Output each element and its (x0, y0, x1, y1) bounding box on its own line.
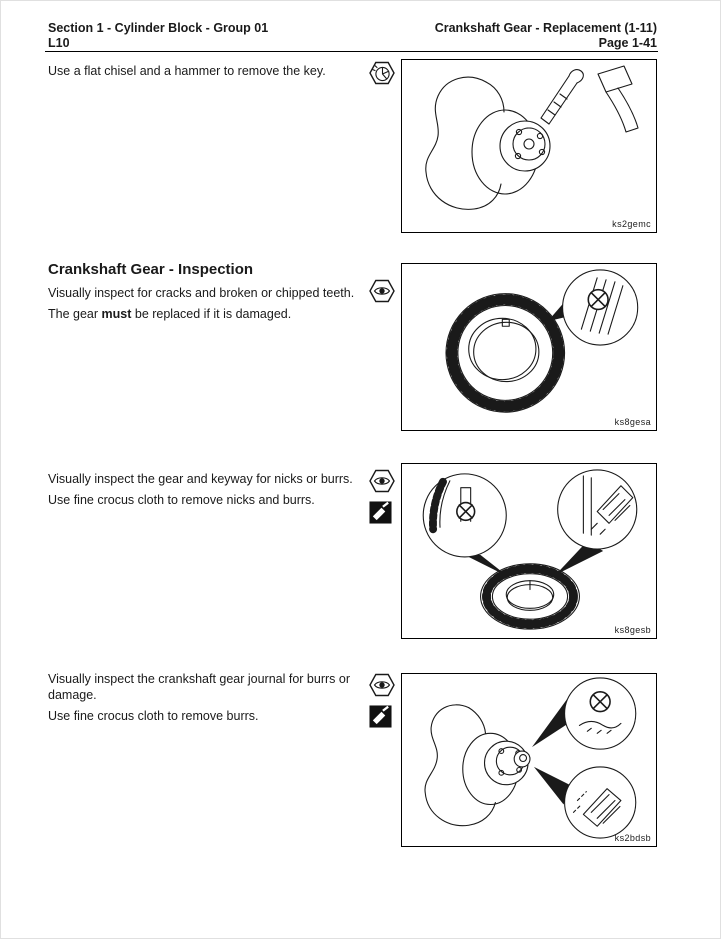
journal-line2: Use fine crocus cloth to remove burrs. (48, 709, 259, 723)
chisel-icon (369, 61, 395, 85)
step-gear-keyway: Visually inspect the gear and keyway for… (48, 471, 384, 513)
crankshaft-key-removal-illustration (425, 65, 639, 210)
eye-icon (369, 469, 395, 493)
figure-caption: ks2bdsb (614, 833, 651, 843)
inspect-teeth-line2-bold: must (101, 307, 132, 321)
figure-journal: ks2bdsb (401, 673, 657, 847)
inspect-teeth-line2: The gear must be replaced if it is damag… (48, 306, 384, 322)
gear-keyway-line1: Visually inspect the gear and keyway for… (48, 472, 353, 486)
crocus-cloth-icon (369, 501, 392, 524)
eye-icon (369, 673, 395, 697)
gear-keyway-inspection-illustration (422, 469, 638, 630)
figure-caption: ks2gemc (612, 219, 651, 229)
header-engine-model: L10 (48, 36, 70, 50)
figure-caption: ks8gesb (614, 625, 651, 635)
figure-gear-keyway: ks8gesb (401, 463, 657, 639)
header-right: Crankshaft Gear - Replacement (1-11) Pag… (435, 21, 657, 51)
step-journal: Visually inspect the crankshaft gear jou… (48, 671, 380, 729)
crocus-cloth-icon (369, 705, 392, 728)
header-section: Section 1 - Cylinder Block - Group 01 (48, 21, 269, 35)
gear-inspection-illustration (445, 269, 639, 413)
header-page-number: Page 1-41 (598, 36, 657, 50)
figure-caption: ks8gesa (614, 417, 651, 427)
gear-keyway-line2: Use fine crocus cloth to remove nicks an… (48, 493, 315, 507)
step-key-removal: Use a flat chisel and a hammer to remove… (48, 63, 384, 84)
journal-line1: Visually inspect the crankshaft gear jou… (48, 672, 351, 702)
inspect-teeth-line2-post: be replaced if it is damaged. (131, 307, 292, 321)
header-left: Section 1 - Cylinder Block - Group 01 L1… (48, 21, 268, 51)
figure-gear-inspection: ks8gesa (401, 263, 657, 431)
header-topic: Crankshaft Gear - Replacement (1-11) (434, 21, 657, 35)
figure-key-removal: ks2gemc (401, 59, 657, 233)
step-inspect-teeth: Visually inspect for cracks and broken o… (48, 285, 384, 327)
eye-icon (369, 279, 395, 303)
section-heading-inspection: Crankshaft Gear - Inspection (48, 261, 254, 278)
header-divider (45, 51, 658, 52)
journal-inspection-illustration (424, 677, 637, 839)
inspect-teeth-line2-pre: The gear (48, 307, 102, 321)
step-key-removal-text: Use a flat chisel and a hammer to remove… (48, 64, 326, 78)
inspect-teeth-line1: Visually inspect for cracks and broken o… (48, 286, 355, 300)
